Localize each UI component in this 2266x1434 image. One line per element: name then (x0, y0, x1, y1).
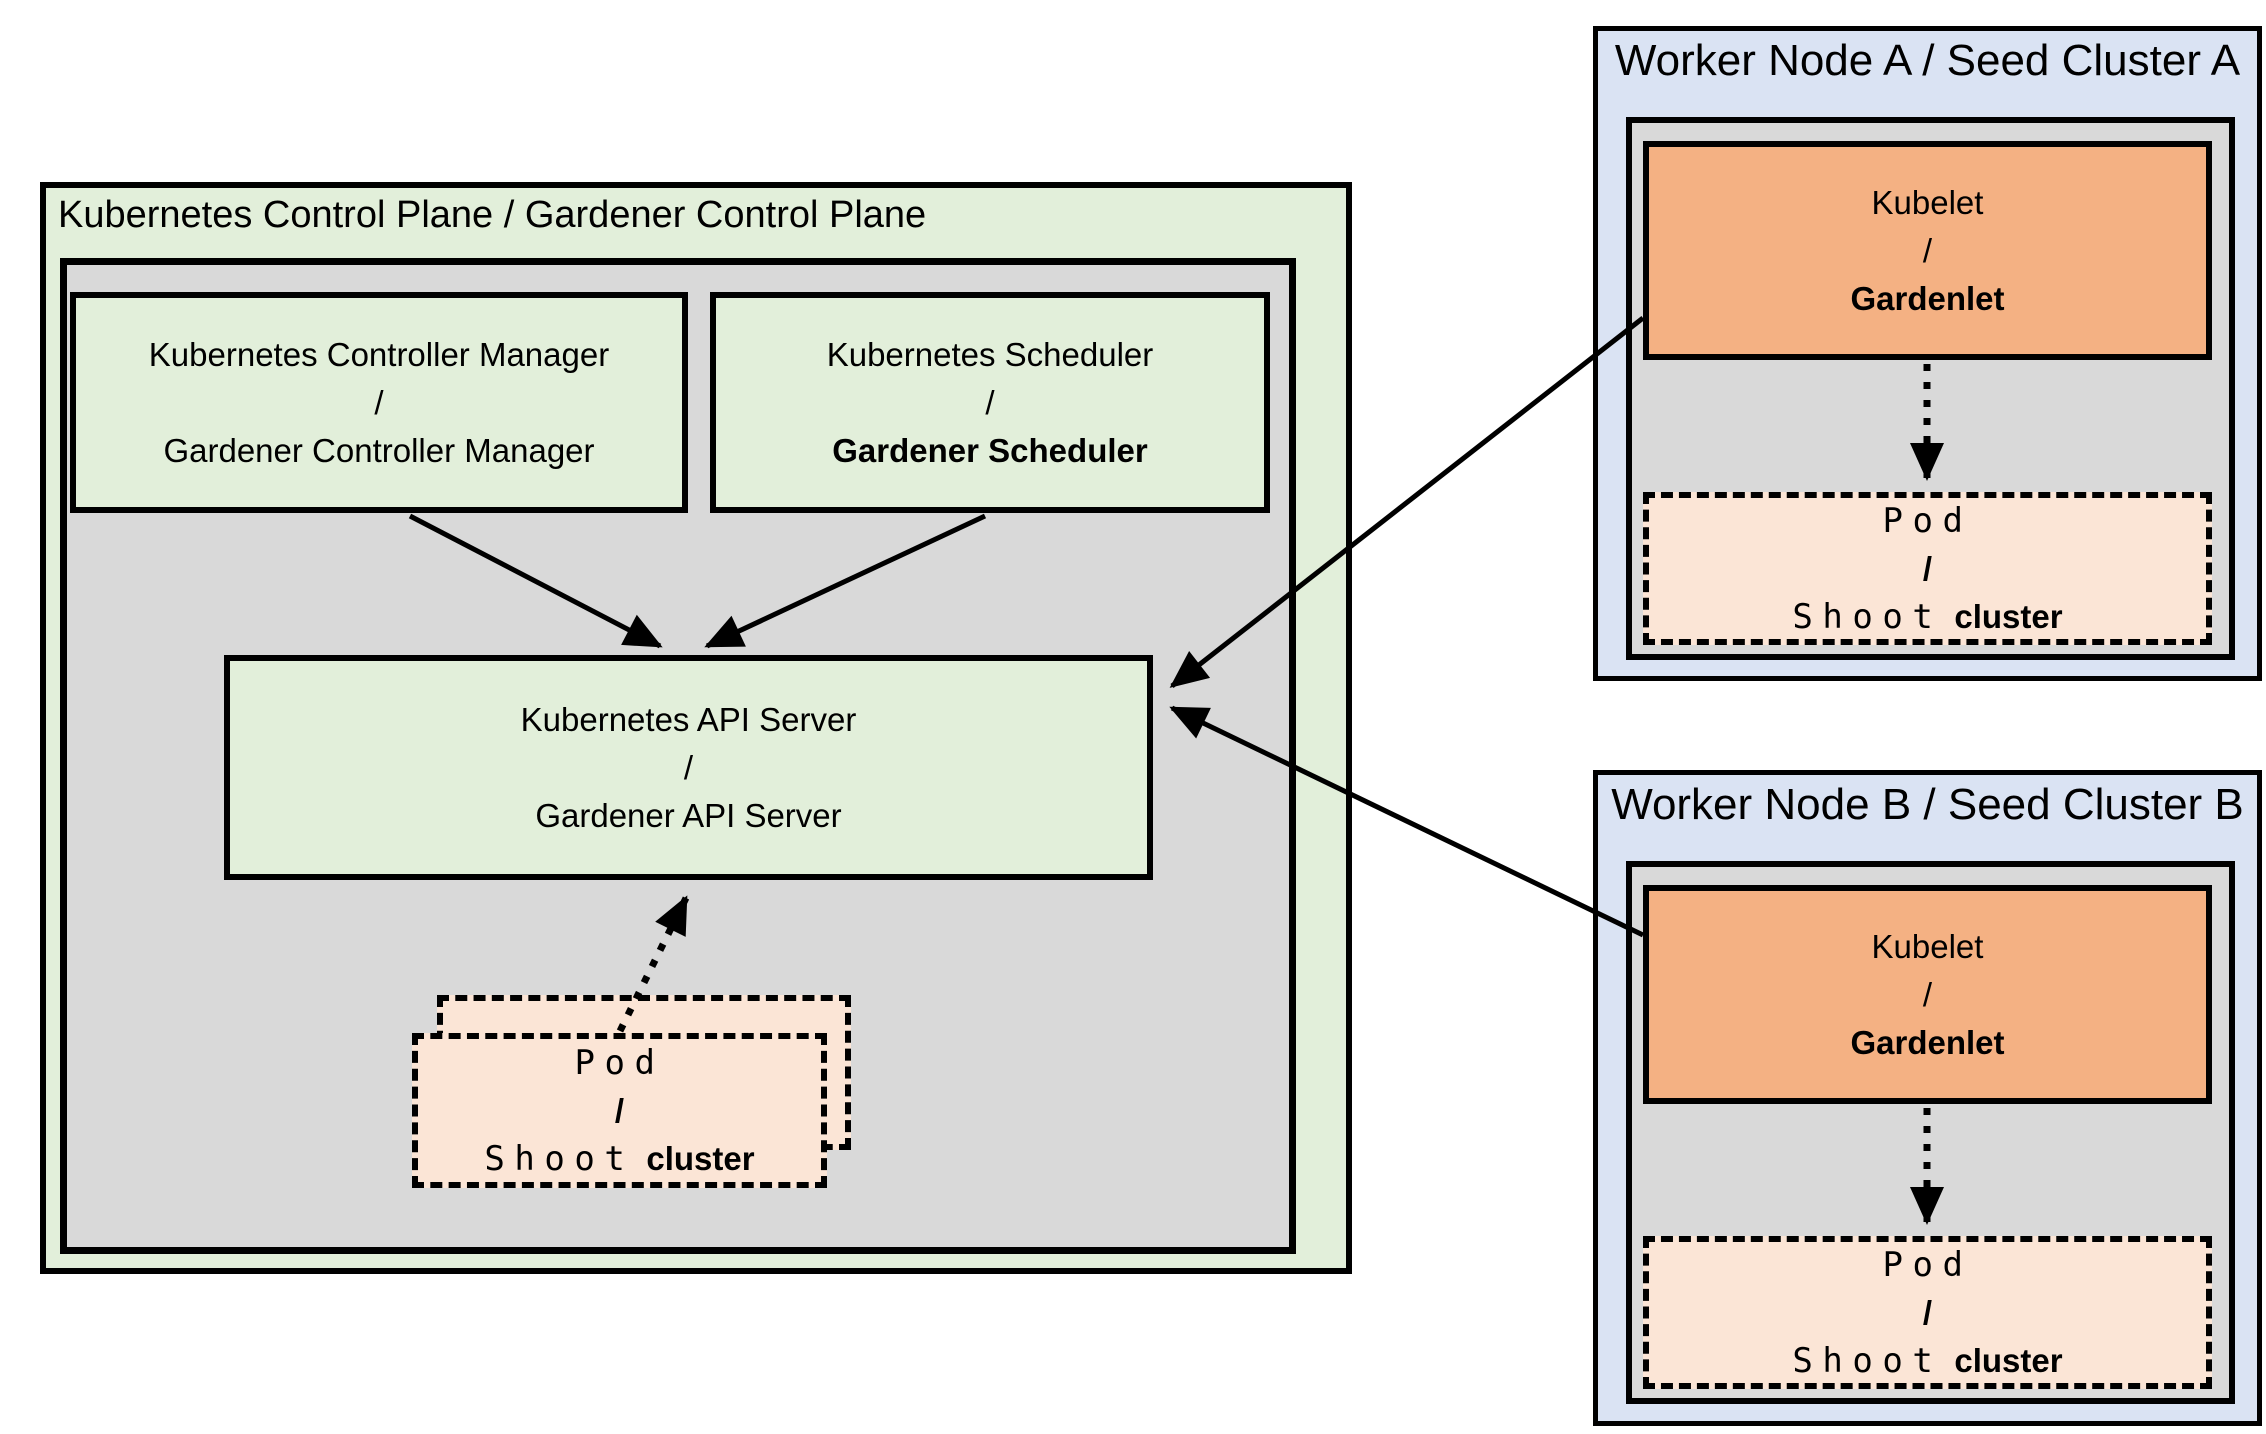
scheduler-separator: / (985, 383, 995, 421)
shoot-code-label: Shoot (484, 1138, 635, 1179)
controller-manager-box: Kubernetes Controller Manager / Gardener… (70, 292, 688, 513)
pod-b-label: Pod (1882, 1244, 1973, 1285)
shoot-cluster-line: Shoot cluster (484, 1135, 754, 1183)
control-plane-title: Kubernetes Control Plane / Gardener Cont… (58, 194, 927, 236)
pod-b-separator: / (1922, 1293, 1933, 1331)
api-server-box: Kubernetes API Server / Gardener API Ser… (224, 655, 1153, 880)
scheduler-line2: Gardener Scheduler (832, 431, 1148, 469)
pod-label: Pod (574, 1042, 665, 1083)
cluster-a-label: cluster (1954, 597, 2063, 635)
scheduler-line1: Kubernetes Scheduler (826, 335, 1154, 373)
kubelet-a-line1: Kubelet (1871, 183, 1984, 221)
worker-node-b-title: Worker Node B / Seed Cluster B (1611, 780, 2244, 829)
kubelet-b-line1: Kubelet (1871, 927, 1984, 965)
pod-shoot-cluster-b-box: Pod / Shoot cluster (1643, 1236, 2212, 1389)
shoot-b-code-label: Shoot (1792, 1340, 1943, 1381)
cluster-b-label: cluster (1954, 1341, 2063, 1379)
shoot-cluster-a-line: Shoot cluster (1792, 593, 2062, 641)
api-server-line2: Gardener API Server (535, 796, 842, 834)
shoot-cluster-b-line: Shoot cluster (1792, 1337, 2062, 1385)
kubelet-a-separator: / (1922, 231, 1933, 269)
controller-manager-line2: Gardener Controller Manager (163, 431, 595, 469)
kubelet-a-line2: Gardenlet (1850, 279, 2005, 317)
pod-a-label: Pod (1882, 500, 1973, 541)
pod-shoot-cluster-front-box: Pod / Shoot cluster (412, 1033, 827, 1188)
shoot-a-code-label: Shoot (1792, 596, 1943, 637)
scheduler-box: Kubernetes Scheduler / Gardener Schedule… (710, 292, 1270, 513)
pod-a-separator: / (1922, 549, 1933, 587)
api-server-separator: / (683, 748, 694, 786)
kubelet-b-line2: Gardenlet (1850, 1023, 2005, 1061)
worker-node-a-title: Worker Node A / Seed Cluster A (1614, 36, 2241, 85)
controller-manager-line1: Kubernetes Controller Manager (148, 335, 610, 373)
kubelet-gardenlet-b-box: Kubelet / Gardenlet (1643, 885, 2212, 1104)
api-server-line1: Kubernetes API Server (520, 700, 857, 738)
kubelet-b-separator: / (1922, 975, 1933, 1013)
pod-shoot-cluster-a-box: Pod / Shoot cluster (1643, 492, 2212, 645)
kubelet-gardenlet-a-box: Kubelet / Gardenlet (1643, 141, 2212, 360)
cluster-label: cluster (646, 1139, 755, 1177)
pod-separator: / (614, 1091, 625, 1129)
controller-manager-separator: / (374, 383, 384, 421)
